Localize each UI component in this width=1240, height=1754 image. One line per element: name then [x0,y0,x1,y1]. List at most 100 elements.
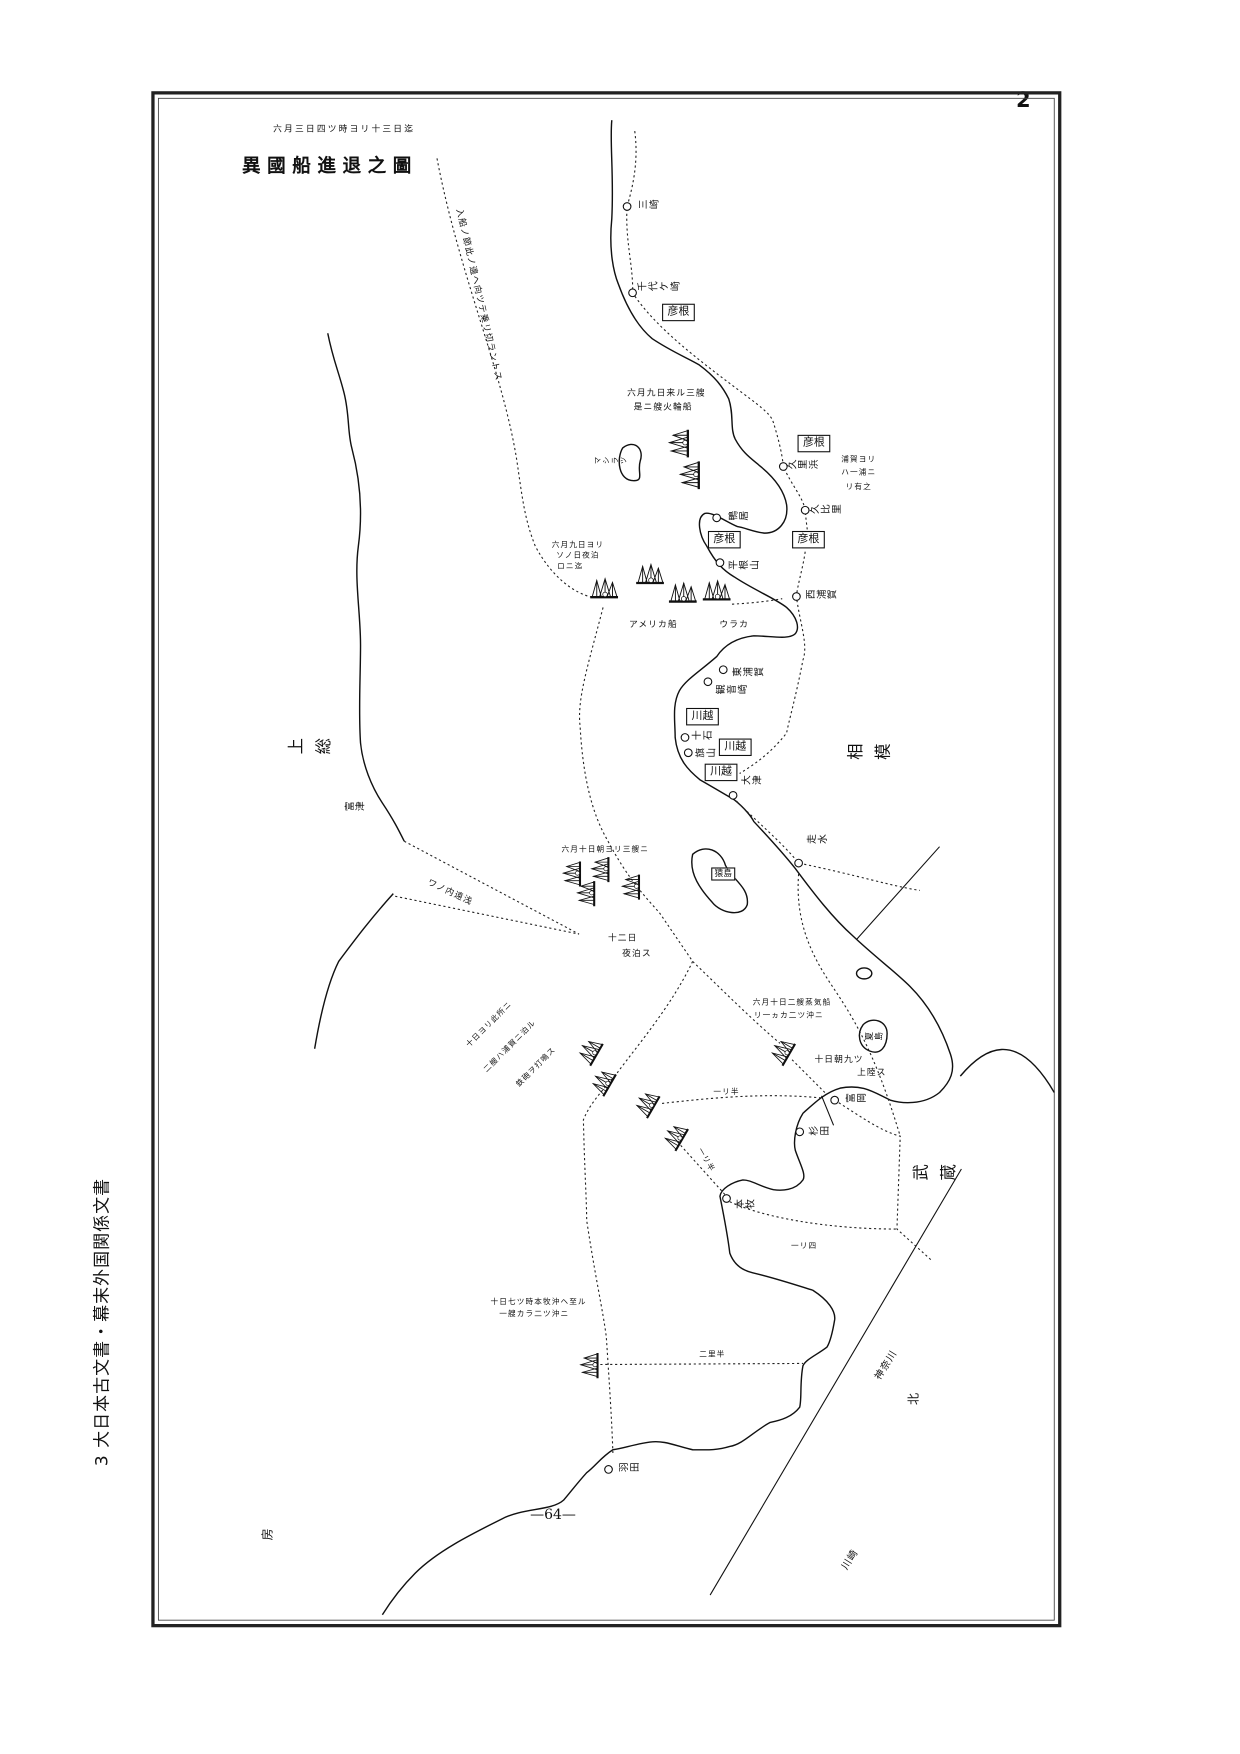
place-label: 久里浜 [786,460,820,472]
direction-north: 北 [906,1392,920,1407]
road-solid [821,846,940,1126]
map-note: アメリカ船 [628,619,678,630]
coastline-east-bay [959,1048,1055,1093]
province-kazusa: 上総 [287,736,342,757]
ship-icon [659,1119,690,1153]
place-marker [800,505,810,515]
guard-post-box: 彦根 [797,434,831,453]
place-label: 平根山 [727,560,761,572]
map-note: 上陸ス [857,1067,887,1078]
place-label: 杉田 [808,1126,831,1138]
island-label: 猿島 [711,867,736,881]
map-note: ハ一浦ニ [841,468,877,477]
place-label: 十石 [691,731,714,743]
ship-icon [631,1086,661,1120]
island-small [855,967,873,980]
place-marker [830,1095,840,1105]
place-marker [703,677,713,687]
route-dotted [595,1362,803,1366]
map-note: リ一ヵカ二ツ沖ニ [753,1011,824,1020]
route-dotted [729,1099,932,1261]
place-marker [712,513,722,523]
ship-icon [679,460,700,491]
place-marker [680,733,690,742]
place-marker [728,790,738,800]
map-note: 十二日 [607,932,638,943]
place-label: 東浦賀 [731,668,765,679]
place-marker [794,858,803,868]
map-note: 夜泊ス [622,948,652,959]
place-marker [718,665,728,675]
folio: —64— [530,1507,576,1523]
place-label: 西浦賀 [805,590,838,602]
ship-icon [701,579,732,601]
guard-post-box: 彦根 [792,530,825,549]
road-kanagawa [709,1168,962,1596]
map-note: ソノ日夜泊 [556,551,600,560]
island-label: マシラツ [593,456,629,465]
ship-icon [668,428,690,459]
map-note: 六月十日朝ヨリ三艘ニ [561,845,649,854]
map-note: 十日七ツ時本牧沖ヘ至ル [490,1297,587,1307]
island-mashiratsu [618,443,642,482]
place-label: 羽田 [618,1463,641,1475]
route-dotted [731,598,920,891]
place-marker [683,748,693,758]
guard-post-box: 彦根 [707,530,741,549]
map-frame-outer [151,91,1062,1628]
place-marker [792,592,801,601]
place-marker [604,1465,613,1474]
place-label: 久比里 [809,505,843,517]
place-label: 富津 [344,802,366,814]
map-note: 六月十日二艘蒸気船 [752,997,832,1007]
place-label: 三崎 [638,200,660,212]
map-frame-inner [157,97,1055,1621]
place-marker [628,288,637,298]
ship-icon [562,860,582,888]
province-sagami: 相模 [846,742,902,763]
place-label: 大津 [740,776,763,788]
map-note: 浦賀ヨリ [841,455,877,464]
guard-post-box: 川越 [718,738,752,757]
place-marker [795,1127,805,1137]
road-miura-dotted [626,131,809,774]
distance-label: 二里半 [699,1349,726,1359]
province-musashi: 武蔵 [912,1162,967,1183]
ship-icon [589,577,620,599]
guard-post-box: 川越 [704,763,738,782]
island-label: 夏島 [864,1031,884,1042]
map-note: リ有之 [845,482,872,492]
map-note: ロニ迄 [557,562,584,571]
province-awa: 房 [261,1527,275,1543]
ship-icon [634,563,666,585]
ship-icon [766,1034,797,1067]
distance-label: 一リ半 [713,1087,740,1097]
place-marker [622,202,632,211]
coastline-sagami-musashi [381,120,954,1616]
map-title: 異國船進退之圖 [241,155,418,178]
map-note: 十日朝九ツ [814,1054,864,1065]
guard-post-box: 川越 [686,707,719,726]
island-sarushima [691,848,748,914]
map-note: 六月九日ヨリ [551,540,605,549]
map-note: 是ニ艘火輪船 [633,402,693,412]
place-label: 鴨居 [727,511,750,523]
place-marker [778,462,788,471]
place-marker [715,558,725,568]
shoal-triangle [393,840,580,935]
place-label: 観音崎 [715,685,749,697]
map-note: 一艘カラ二ツ沖ニ [499,1309,570,1319]
route-dotted [436,158,594,599]
map-note: 六月九日来ル三艘 [627,387,706,398]
route-dotted [579,607,781,1044]
place-label: 千代ケ崎 [636,282,681,294]
place-marker [722,1194,731,1203]
place-label: 走水 [806,835,829,847]
ship-icon [667,581,698,603]
map-title-note: 六月三日四ツ時ヨリ十三日迄 [273,123,416,134]
ship-icon [579,1351,599,1380]
coastline-kazusa [313,333,405,1049]
ship-icon [574,1034,604,1067]
route-dotted [582,961,694,1454]
